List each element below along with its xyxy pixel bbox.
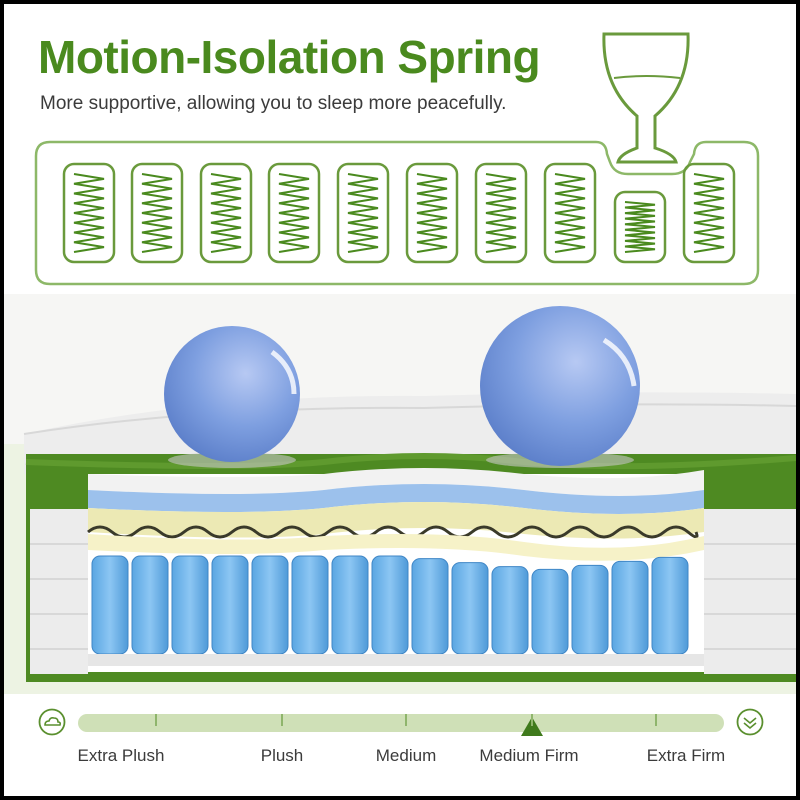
firmness-tick [405,714,407,726]
page-subtitle: More supportive, allowing you to sleep m… [40,93,507,114]
pocket-coil [171,555,209,655]
pocket-coil [611,560,649,655]
coil-spring-icon [474,162,528,264]
coil-spring-icon [405,162,459,264]
pocket-coil [531,568,569,655]
mattress-scene [4,294,796,694]
coil-spring-icon [543,162,597,264]
pocket-coil [251,555,289,655]
firmness-tick [531,714,533,726]
firmness-tick [281,714,283,726]
pocket-coil [571,564,609,655]
coil-spring-icon [62,162,736,264]
firmness-marker [521,717,543,736]
wine-glass-icon [602,32,690,164]
pocket-coil [211,555,249,655]
pocket-coil [451,562,489,655]
pocket-coil [651,556,689,655]
firmness-level-label: Extra Firm [646,746,726,765]
firmness-tick [155,714,157,726]
pocket-coil [331,555,369,655]
coil-spring-icon [336,162,390,264]
firmness-track [78,714,724,732]
coil-spring-icon [613,190,667,264]
coil-spring-icon [199,162,253,264]
firmness-level-label: Plush [260,746,304,765]
firm-chevron-icon [736,708,764,736]
firmness-tick [655,714,657,726]
blue-ball-right [480,306,640,468]
pocket-coil [411,558,449,655]
firmness-level-label: Medium [375,746,437,765]
coil-spring-icon [130,162,184,264]
blue-ball-left [164,326,300,468]
spring-diagram [34,32,760,286]
pocket-coil [371,555,409,655]
pocket-coil [91,555,129,655]
firmness-scale: Extra Plush Plush Medium Medium Firm Ext… [4,702,796,796]
firmness-level-label: Extra Plush [77,746,165,765]
firmness-level-label: Medium Firm [479,746,579,765]
pocket-coil [291,555,329,655]
product-image: Motion-Isolation Spring More supportive,… [4,4,796,796]
pocket-coil-row [91,555,689,655]
coil-spring-icon [682,162,736,264]
coil-spring-icon [267,162,321,264]
soft-cloud-icon [38,708,66,736]
coil-spring-icon [62,162,116,264]
pocket-coil [491,566,529,655]
page-title: Motion-Isolation Spring [38,31,541,83]
pocket-coil [131,555,169,655]
